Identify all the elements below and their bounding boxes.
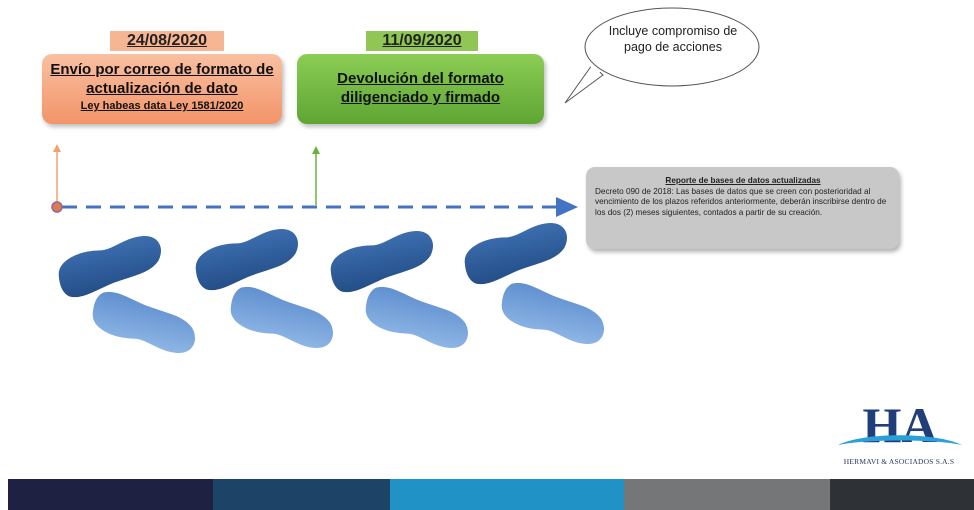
logo-monogram: HA: [863, 397, 938, 453]
footprint: [493, 276, 614, 351]
logo-brand-name: HERMAVI & ASOCIADOS S.A.S: [843, 457, 955, 466]
footprint: [84, 285, 205, 360]
speech-bubble: [564, 7, 760, 104]
milestone2-box: Devolución del formato diligenciado y fi…: [297, 54, 544, 124]
milestone1-up-arrow: [53, 144, 61, 205]
report-body: Decreto 090 de 2018: Las bases de datos …: [595, 186, 887, 217]
footer-segment: [8, 479, 213, 510]
footprint: [357, 280, 478, 355]
report-box: Reporte de bases de datos actualizadas D…: [586, 167, 899, 249]
callout-text: Incluye compromiso de pago de acciones: [608, 24, 738, 54]
milestone1-subtitle: Ley habeas data Ley 1581/2020: [80, 100, 244, 112]
milestone2-date: 11/09/2020: [366, 31, 478, 51]
footer-segment: [213, 479, 390, 510]
footprints: [50, 216, 614, 360]
footprint: [456, 216, 577, 291]
report-title: Reporte de bases de datos actualizadas: [665, 176, 821, 185]
footer-segment: [624, 479, 830, 510]
milestone1-box: Envío por correo de formato de actualiza…: [42, 54, 282, 124]
timeline-arrow: [62, 197, 578, 217]
milestone1-title: Envío por correo de formato de actualiza…: [50, 61, 274, 97]
footer-segment: [390, 479, 624, 510]
milestone2-up-arrow: [312, 146, 320, 205]
footer-segment: [830, 479, 974, 510]
company-logo: HA: [838, 397, 962, 453]
timeline-start-dot: [51, 201, 63, 213]
milestone1-date: 24/08/2020: [110, 31, 224, 51]
milestone2-title: Devolución del formato diligenciado y fi…: [337, 70, 504, 106]
footprint: [222, 280, 343, 355]
footer-color-bar: [8, 479, 974, 510]
